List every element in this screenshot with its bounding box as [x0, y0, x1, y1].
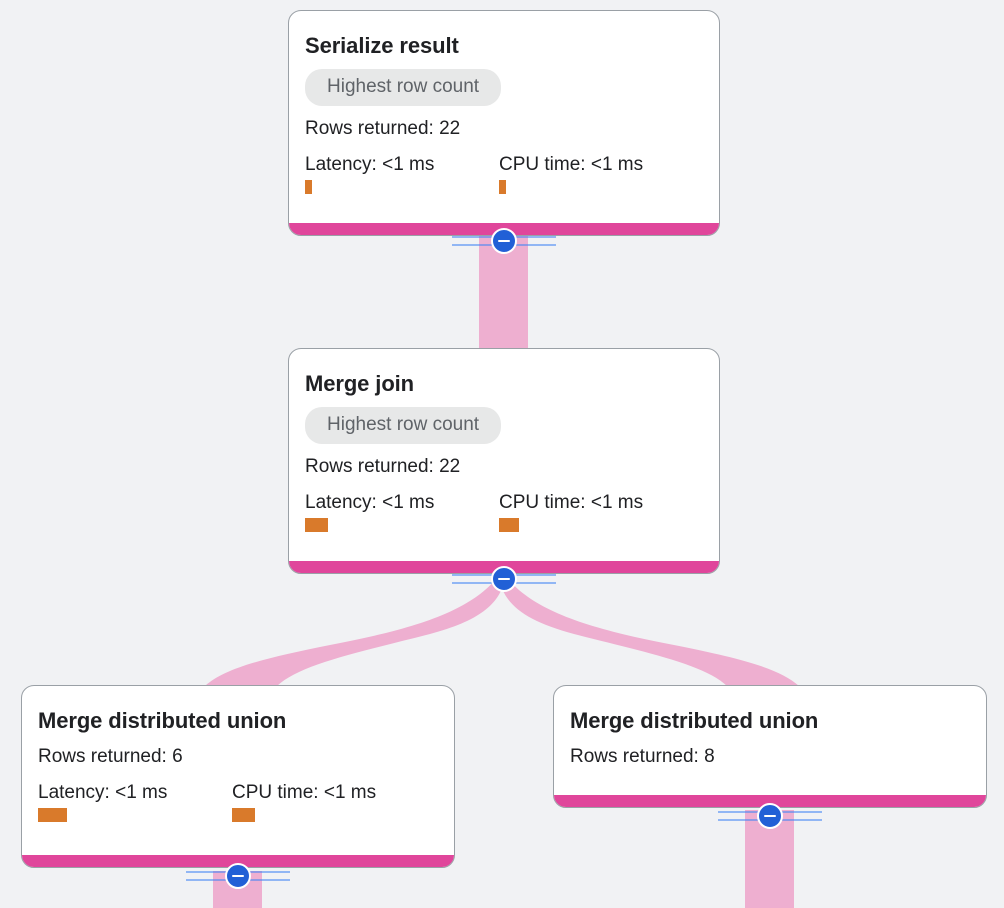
rows-returned-text: Rows returned: 22 [305, 118, 461, 139]
metric-latency-label: Latency: <1 ms [305, 154, 435, 175]
metric-cpu-time-bar [499, 180, 506, 194]
node-card-serialize-result[interactable]: Serialize result Highest row count Rows … [288, 10, 720, 236]
metric-latency: Latency: <1 ms [38, 782, 232, 822]
rows-returned-text: Rows returned: 8 [570, 746, 715, 767]
metric-latency: Latency: <1 ms [305, 492, 499, 532]
highest-row-count-chip: Highest row count [305, 407, 502, 444]
node-title: Merge join [305, 371, 415, 396]
metrics-row: Latency: <1 ms CPU time: <1 ms [305, 154, 703, 194]
metric-cpu-time: CPU time: <1 ms [499, 154, 643, 194]
edge-mergejoin-to-right-union [499, 578, 799, 686]
collapse-minus-icon[interactable] [491, 566, 517, 592]
metric-latency: Latency: <1 ms [305, 154, 499, 194]
metrics-row: Latency: <1 ms CPU time: <1 ms [305, 492, 703, 532]
metric-latency-bar [305, 518, 328, 532]
metric-cpu-time-bar [232, 808, 255, 822]
metric-cpu-time-label: CPU time: <1 ms [232, 782, 377, 803]
rows-returned-text: Rows returned: 22 [305, 456, 461, 477]
highest-row-count-chip: Highest row count [305, 69, 502, 106]
collapse-minus-icon[interactable] [757, 803, 783, 829]
node-footer-bar [554, 795, 986, 807]
node-title: Merge distributed union [38, 708, 287, 733]
metric-cpu-time-label: CPU time: <1 ms [499, 492, 644, 513]
metric-latency-label: Latency: <1 ms [305, 492, 435, 513]
metric-latency-bar [38, 808, 67, 822]
metric-latency-label: Latency: <1 ms [38, 782, 168, 803]
card-body: Merge distributed union Rows returned: 6… [22, 686, 454, 822]
node-card-merge-join[interactable]: Merge join Highest row count Rows return… [288, 348, 720, 574]
card-body: Serialize result Highest row count Rows … [289, 11, 719, 194]
node-title: Merge distributed union [570, 708, 819, 733]
node-title: Serialize result [305, 33, 459, 58]
collapse-minus-icon[interactable] [225, 863, 251, 889]
metrics-row: Latency: <1 ms CPU time: <1 ms [38, 782, 438, 822]
metric-cpu-time: CPU time: <1 ms [499, 492, 643, 532]
metric-cpu-time-bar [499, 518, 519, 532]
node-card-merge-distributed-union-right[interactable]: Merge distributed union Rows returned: 8 [553, 685, 987, 808]
rows-returned-text: Rows returned: 6 [38, 746, 183, 767]
collapse-minus-icon[interactable] [491, 228, 517, 254]
edge-mergejoin-to-left-union [205, 578, 505, 686]
node-footer-bar [22, 855, 454, 867]
node-card-merge-distributed-union-left[interactable]: Merge distributed union Rows returned: 6… [21, 685, 455, 868]
metric-cpu-time: CPU time: <1 ms [232, 782, 376, 822]
card-body: Merge join Highest row count Rows return… [289, 349, 719, 532]
card-body: Merge distributed union Rows returned: 8 [554, 686, 986, 768]
metric-latency-bar [305, 180, 312, 194]
metric-cpu-time-label: CPU time: <1 ms [499, 154, 644, 175]
